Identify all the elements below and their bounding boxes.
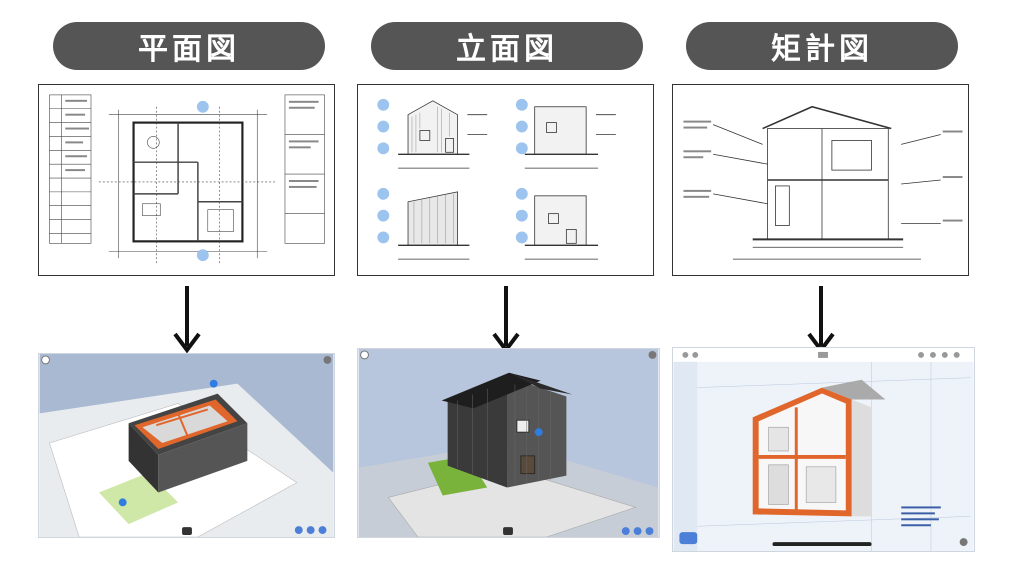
label-section-detail: 矩計図 (686, 22, 958, 70)
section-detail-svg (683, 105, 963, 260)
floor-plan-svg (49, 94, 325, 264)
floor-plan-drawing (38, 84, 335, 276)
elevation-svg (377, 98, 616, 260)
elevation-drawing (357, 84, 654, 276)
elevation-3d-view[interactable] (357, 348, 660, 538)
label-floor-plan: 平面図 (53, 22, 325, 70)
section-detail-3d-svg (673, 348, 974, 551)
floor-plan-3d-view[interactable] (38, 353, 335, 538)
section-detail-3d-view[interactable] (672, 347, 975, 552)
section-detail-drawing (672, 84, 969, 276)
elevation-3d-svg (358, 349, 659, 537)
floor-plan-3d-svg (39, 354, 334, 537)
label-elevation: 立面図 (371, 22, 643, 70)
down-arrow-icon (172, 284, 202, 354)
down-arrow-icon (806, 284, 836, 354)
down-arrow-icon (491, 284, 521, 354)
